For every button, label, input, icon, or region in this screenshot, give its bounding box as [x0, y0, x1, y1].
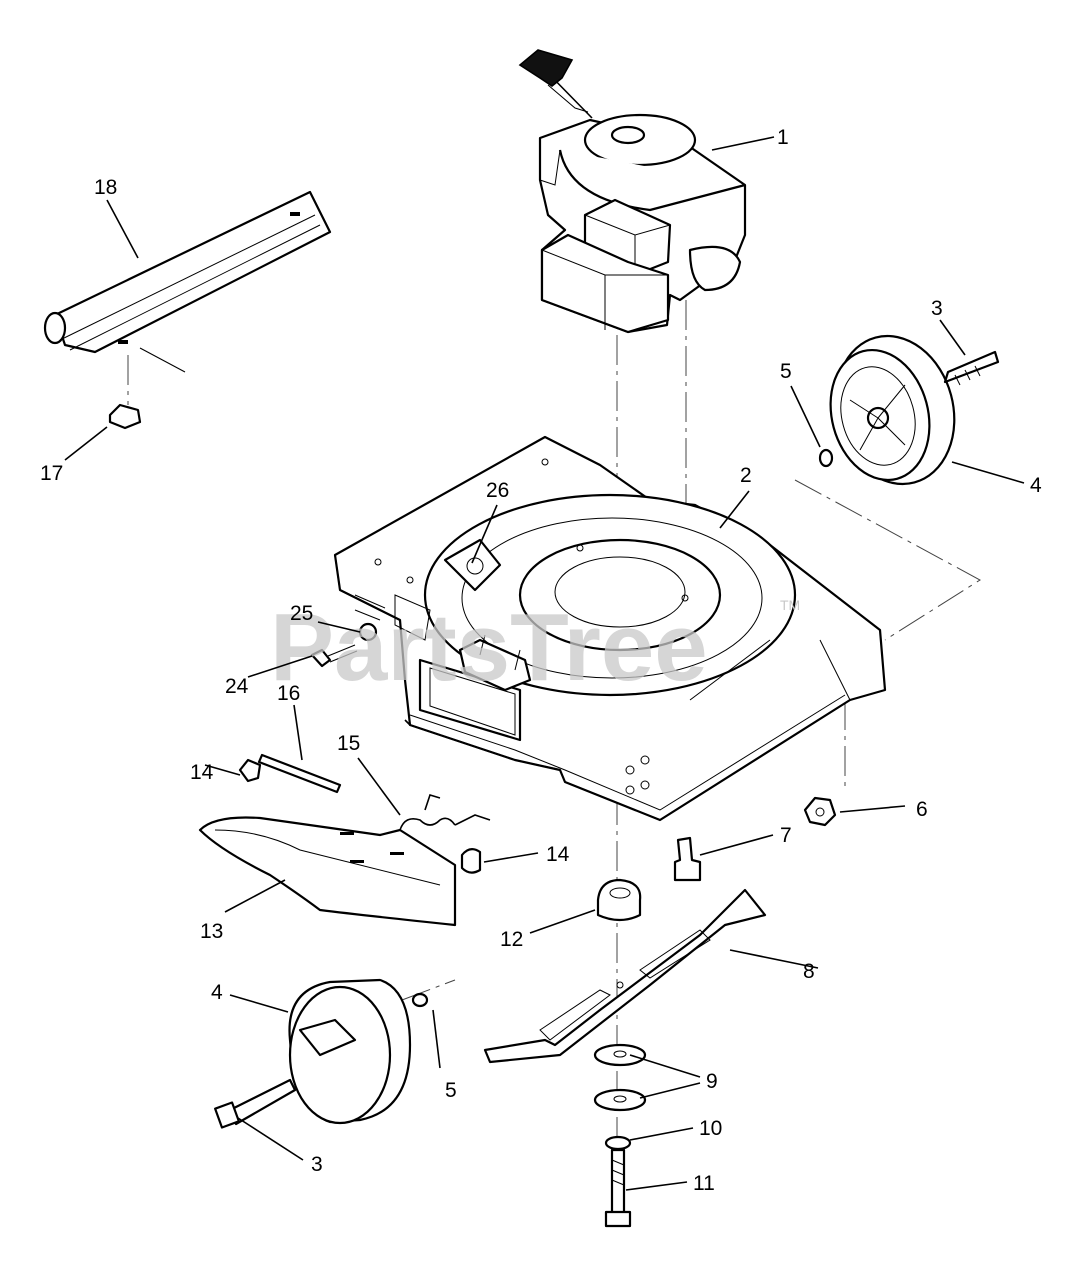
callout-16: 16 — [277, 682, 300, 705]
nut — [803, 796, 837, 827]
callout-5-washer-right: 5 — [780, 360, 792, 383]
callout-4-wheel-right: 4 — [1030, 474, 1042, 497]
side-bolt — [310, 622, 378, 668]
washers-and-bolt — [593, 1043, 647, 1228]
svg-text:TM: TM — [780, 597, 800, 613]
leader-lines — [64, 136, 1025, 1191]
mower-deck — [333, 435, 887, 822]
callout-18: 18 — [94, 176, 117, 199]
callout-26: 26 — [486, 479, 509, 502]
callout-17: 17 — [40, 462, 63, 485]
callout-15: 15 — [337, 732, 360, 755]
callout-6: 6 — [916, 798, 928, 821]
callout-3-bolt-right: 3 — [931, 297, 943, 320]
engine — [518, 49, 747, 334]
watermark: PartsTree TM — [270, 594, 800, 701]
callout-1: 1 — [777, 126, 789, 149]
clip — [108, 403, 142, 430]
callout-7: 7 — [780, 824, 792, 847]
callout-5-washer-left: 5 — [445, 1079, 457, 1102]
rear-wheel — [818, 334, 1000, 486]
callout-3-bolt-left: 3 — [311, 1153, 323, 1176]
callout-2: 2 — [740, 464, 752, 487]
callout-4-wheel-left: 4 — [211, 981, 223, 1004]
blade — [483, 888, 767, 1064]
callout-12: 12 — [500, 928, 523, 951]
callout-13: 13 — [200, 920, 223, 943]
callout-14-left: 14 — [190, 761, 214, 784]
callout-25: 25 — [290, 602, 313, 625]
callout-8: 8 — [803, 960, 815, 983]
rear-bar — [43, 190, 332, 354]
callout-24: 24 — [225, 675, 249, 698]
callout-10: 10 — [699, 1117, 722, 1140]
callout-9: 9 — [706, 1070, 718, 1093]
front-wheel — [214, 978, 429, 1129]
svg-text:PartsTree: PartsTree — [270, 594, 708, 701]
callout-11: 11 — [693, 1172, 715, 1195]
deflector-assembly — [198, 753, 491, 927]
bolt-and-adapter — [596, 836, 702, 922]
callout-14-right: 14 — [546, 843, 570, 866]
callout-labels: 1 2 3 3 4 4 5 5 6 7 8 9 10 11 12 13 14 1… — [40, 126, 1042, 1195]
